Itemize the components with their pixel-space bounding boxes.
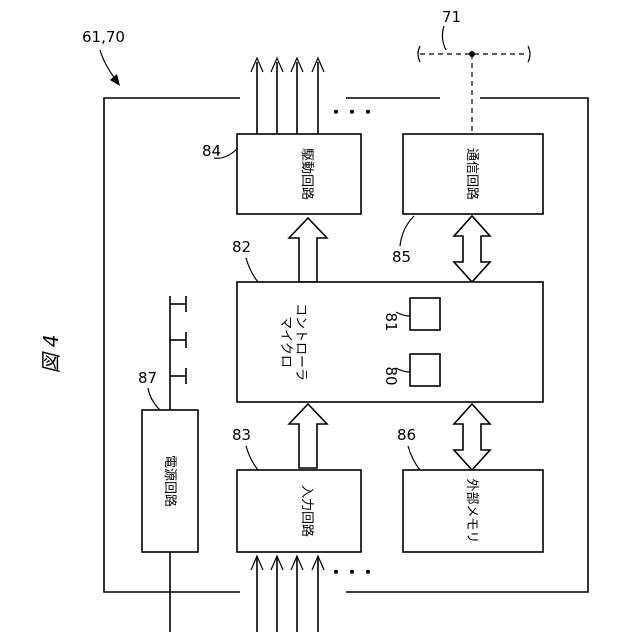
microcontroller-label-line2: コントローラ [293,303,308,381]
input-circuit-leader [246,446,258,470]
mcu-comm-double-arrow [454,216,490,282]
bus-ref: 71 [442,8,461,26]
mcu-to-drive-arrow [289,218,327,282]
external-memory-ref: 86 [397,426,416,444]
power-circuit-ref: 87 [138,369,157,387]
comm-circuit-ref: 85 [392,248,411,266]
output-ellipsis: ・・・ [328,103,376,122]
bus-left-break [418,46,420,62]
input-circuit-label: 入力回路 [299,485,315,537]
mcu-extmem-double-arrow [454,404,490,470]
cpu-block [410,298,440,330]
power-supply-line [170,296,186,410]
microcontroller-leader [246,258,258,282]
cpu-ref: 81 [382,312,400,331]
drive-circuit-ref: 84 [202,142,221,160]
external-memory-label: 外部メモリ [464,478,479,543]
comm-circuit-label: 通信回路 [464,148,480,200]
external-memory-leader [408,446,420,470]
input-ellipsis: ・・・ [328,563,376,582]
comm-circuit-leader [400,216,414,246]
microcontroller-ref: 82 [232,238,251,256]
power-circuit-leader [148,388,160,410]
device-ref-arrowhead [110,74,120,86]
input-circuit-ref: 83 [232,426,251,444]
input-arrows [251,556,324,632]
device-ref-leader [100,50,116,80]
drive-circuit-label: 駆動回路 [299,148,315,200]
bus-right-break [528,46,530,62]
drive-output-arrows [251,58,324,134]
bus-ref-leader [442,26,446,50]
input-to-mcu-arrow [289,404,327,468]
microcontroller-label-line1: マイクロ [278,316,293,368]
figure-label: 図 4 [39,334,63,373]
device-ref: 61,70 [82,28,125,46]
drive-circuit-block [237,134,361,214]
power-circuit-label: 電源回路 [162,455,178,507]
memory-block [410,354,440,386]
input-circuit-block [237,470,361,552]
